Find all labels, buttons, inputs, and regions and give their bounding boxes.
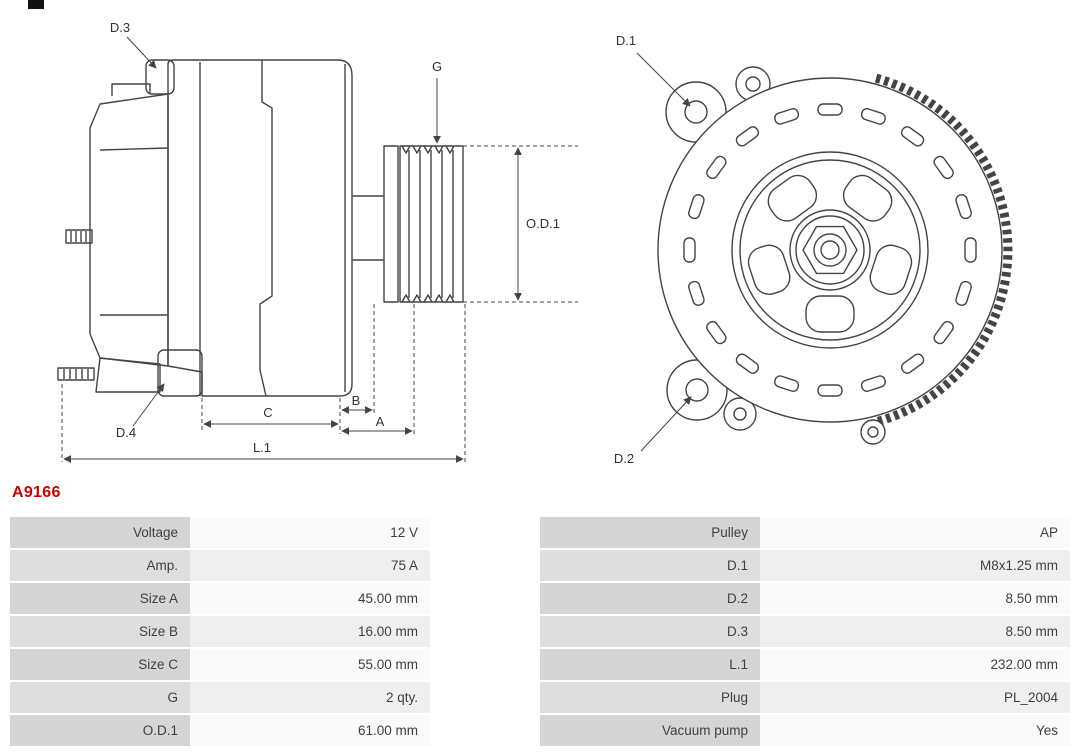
spec-label: D.3 bbox=[540, 616, 760, 647]
spec-label: Size A bbox=[10, 583, 190, 614]
spec-value: M8x1.25 mm bbox=[760, 550, 1070, 581]
spec-value: 61.00 mm bbox=[190, 715, 430, 746]
dim-label-od1: O.D.1 bbox=[526, 216, 560, 231]
front-view bbox=[658, 67, 1008, 444]
spec-value: Yes bbox=[760, 715, 1070, 746]
spec-label: Amp. bbox=[10, 550, 190, 581]
spec-label: Size C bbox=[10, 649, 190, 680]
spec-value: 8.50 mm bbox=[760, 583, 1070, 614]
spec-label: Plug bbox=[540, 682, 760, 713]
spec-row-sizea-d2: Size A 45.00 mm D.2 8.50 mm bbox=[10, 583, 1070, 614]
spec-label: L.1 bbox=[540, 649, 760, 680]
spec-row-g-plug: G 2 qty. Plug PL_2004 bbox=[10, 682, 1070, 713]
spec-value: PL_2004 bbox=[760, 682, 1070, 713]
spec-row-od1-vacuum: O.D.1 61.00 mm Vacuum pump Yes bbox=[10, 715, 1070, 746]
spec-label: O.D.1 bbox=[10, 715, 190, 746]
spec-value: 16.00 mm bbox=[190, 616, 430, 647]
spec-row-sizeb-d3: Size B 16.00 mm D.3 8.50 mm bbox=[10, 616, 1070, 647]
spec-table: Voltage 12 V Pulley AP Amp. 75 A D.1 M8x… bbox=[10, 517, 1070, 748]
spec-label: Voltage bbox=[10, 517, 190, 548]
dim-label-g: G bbox=[432, 59, 442, 74]
spec-value: 8.50 mm bbox=[760, 616, 1070, 647]
spec-value: 55.00 mm bbox=[190, 649, 430, 680]
dim-label-a: A bbox=[376, 414, 385, 429]
spec-spacer bbox=[430, 715, 540, 746]
spec-label: G bbox=[10, 682, 190, 713]
dim-label-l1: L.1 bbox=[253, 440, 271, 455]
technical-drawing: D.3 D.4 G O.D.1 C B A L.1 bbox=[0, 20, 1080, 466]
dim-label-d1: D.1 bbox=[616, 33, 636, 48]
spec-label: Size B bbox=[10, 616, 190, 647]
spec-value: 75 A bbox=[190, 550, 430, 581]
spec-spacer bbox=[430, 682, 540, 713]
spec-value: AP bbox=[760, 517, 1070, 548]
spec-spacer bbox=[430, 616, 540, 647]
front-view-dimensions bbox=[637, 53, 692, 451]
spec-spacer bbox=[430, 583, 540, 614]
spec-row-voltage-pulley: Voltage 12 V Pulley AP bbox=[10, 517, 1070, 548]
dim-label-d4: D.4 bbox=[116, 425, 136, 440]
part-number: A9166 bbox=[12, 484, 61, 501]
spec-row-sizec-l1: Size C 55.00 mm L.1 232.00 mm bbox=[10, 649, 1070, 680]
dim-label-d2: D.2 bbox=[614, 451, 634, 466]
spec-value: 232.00 mm bbox=[760, 649, 1070, 680]
alternator-diagram: D.3 D.4 G O.D.1 C B A L.1 bbox=[0, 20, 1080, 466]
spec-label: D.1 bbox=[540, 550, 760, 581]
dim-label-c: C bbox=[263, 405, 272, 420]
side-view-dimensions bbox=[62, 37, 578, 463]
spec-value: 45.00 mm bbox=[190, 583, 430, 614]
dim-label-b: B bbox=[352, 393, 361, 408]
spec-spacer bbox=[430, 550, 540, 581]
side-view bbox=[58, 60, 463, 396]
spec-spacer bbox=[430, 517, 540, 548]
spec-label: Pulley bbox=[540, 517, 760, 548]
spec-spacer bbox=[430, 649, 540, 680]
spec-label: Vacuum pump bbox=[540, 715, 760, 746]
spec-value: 2 qty. bbox=[190, 682, 430, 713]
dim-label-d3: D.3 bbox=[110, 20, 130, 35]
corner-mark bbox=[28, 0, 44, 9]
spec-row-amp-d1: Amp. 75 A D.1 M8x1.25 mm bbox=[10, 550, 1070, 581]
spec-label: D.2 bbox=[540, 583, 760, 614]
spec-value: 12 V bbox=[190, 517, 430, 548]
